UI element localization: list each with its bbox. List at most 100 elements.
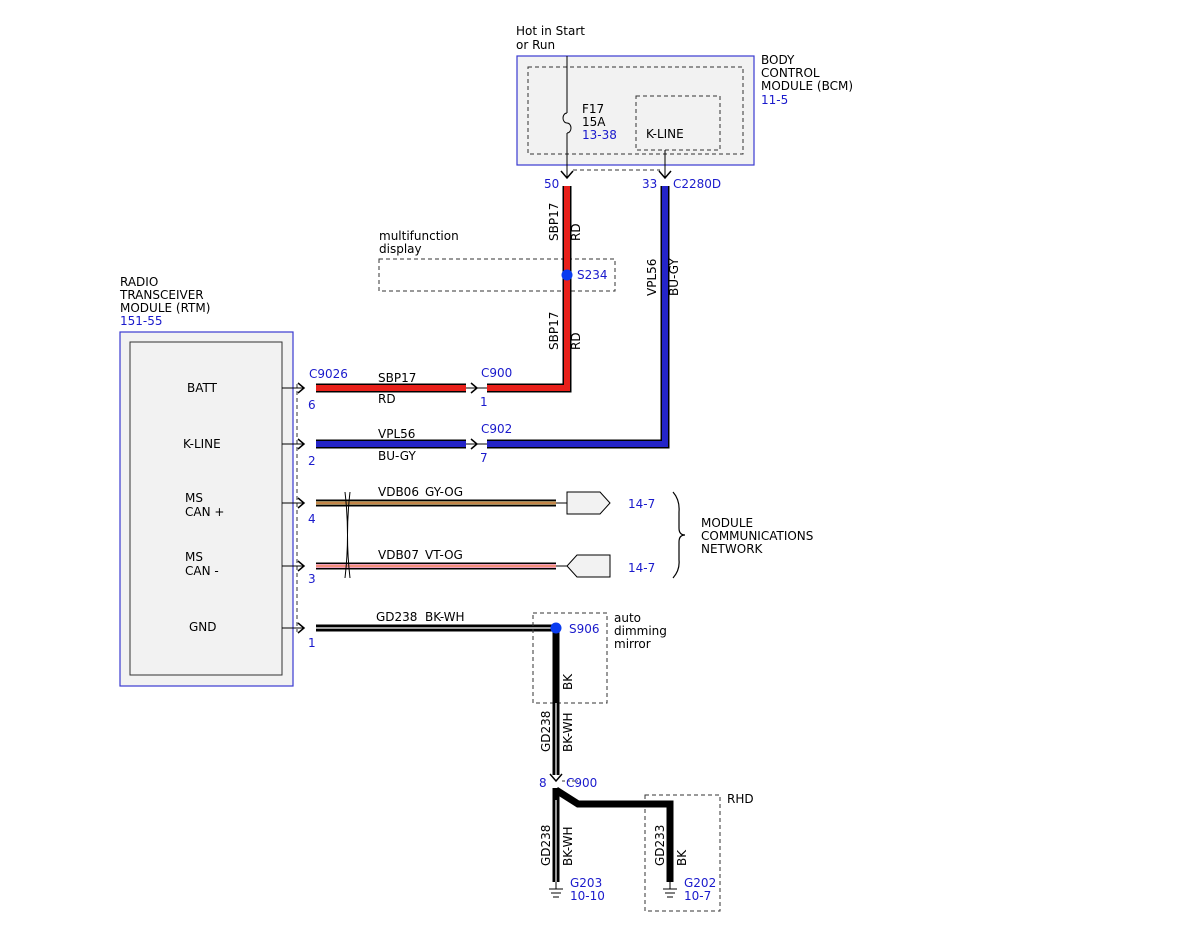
bcm-pin-kline: 33 [642, 177, 657, 191]
gd238-circuit-label-vert-lower: GD238 [539, 825, 553, 866]
g203-ref[interactable]: 10-10 [570, 889, 605, 903]
s906-splice-name[interactable]: S906 [569, 622, 600, 636]
vdb06-color-label: GY-OG [425, 485, 463, 499]
gd233-circuit-label: GD233 [653, 825, 667, 866]
sbp17-circuit-label-upper: SBP17 [547, 203, 561, 241]
sbp17-color-label-lower: RD [569, 332, 583, 350]
power-label-line-2: or Run [516, 38, 555, 52]
rtm-pin-label-can-plus-2: CAN + [185, 505, 224, 519]
rtm-pin-label-can-minus-1: MS [185, 550, 203, 564]
bcm-title-line-1: BODY [761, 53, 795, 67]
rtm-connector-name[interactable]: C9026 [309, 367, 348, 381]
fuse-ref[interactable]: 13-38 [582, 128, 617, 142]
c902-pin: 7 [480, 451, 488, 465]
vdb06-circuit-label: VDB06 [378, 485, 419, 499]
rtm-pin-number-kline: 2 [308, 454, 316, 468]
wire-sbp17[interactable] [316, 186, 572, 393]
sbp17-color-label-horiz: RD [378, 392, 396, 406]
rtm-pin-number-gnd: 1 [308, 636, 316, 650]
network-label-line-2: COMMUNICATIONS [701, 529, 813, 543]
rtm-pin-label-can-minus-2: CAN - [185, 564, 219, 578]
mfd-label-line-2: display [379, 242, 422, 256]
rtm-pin-stubs [282, 382, 306, 634]
vdb07-color-label: VT-OG [425, 548, 463, 562]
bcm-title-line-2: CONTROL [761, 66, 820, 80]
connector-arrow-icon [549, 773, 563, 783]
bcm-pin-power: 50 [544, 177, 559, 191]
s234-splice-dot[interactable] [561, 269, 573, 281]
fuse-name: F17 [582, 102, 604, 116]
can-minus-ref[interactable]: 14-7 [628, 561, 655, 575]
g203-name[interactable]: G203 [570, 876, 602, 890]
vpl56-circuit-label-vert: VPL56 [645, 259, 659, 296]
network-label-line-3: NETWORK [701, 542, 764, 556]
gd238-circuit-label-vert-upper: GD238 [539, 711, 553, 752]
sbp17-circuit-label-horiz: SBP17 [378, 371, 416, 385]
rtm-pin-number-batt: 6 [308, 398, 316, 412]
bk-color-label-mirror: BK [561, 673, 575, 690]
vpl56-color-label-vert: BU-GY [667, 258, 681, 296]
connector-arrow-icon [560, 170, 574, 180]
gd238-color-label-vert-lower: BK-WH [561, 826, 575, 866]
s906-splice-dot[interactable] [550, 622, 562, 634]
gd233-color-label: BK [675, 849, 689, 866]
fuse-rating: 15A [582, 115, 606, 129]
vpl56-color-label-horiz: BU-GY [378, 449, 416, 463]
mirror-label-line-1: auto [614, 611, 641, 625]
rtm-inner-box [129, 341, 283, 676]
network-brace-icon [672, 491, 686, 579]
vdb07-circuit-label: VDB07 [378, 548, 419, 562]
s234-splice-name[interactable]: S234 [577, 268, 608, 282]
network-label-line-1: MODULE [701, 516, 753, 530]
rtm-title-line-3: MODULE (RTM) [120, 301, 210, 315]
bcm-ref[interactable]: 11-5 [761, 93, 788, 107]
mirror-label-line-3: mirror [614, 637, 651, 651]
rtm-title-line-2: TRANSCEIVER [119, 288, 204, 302]
ground-icon [663, 882, 677, 898]
rtm-pin-number-can-plus: 4 [308, 512, 316, 526]
bcm-title-line-3: MODULE (BCM) [761, 79, 853, 93]
connector-arrow-icon [658, 170, 672, 180]
bcm-connector-name[interactable]: C2280D [673, 177, 721, 191]
rtm-module[interactable] [119, 331, 294, 687]
bcm-kline-label: K-LINE [646, 127, 684, 141]
gd238-circuit-label-horiz: GD238 [376, 610, 417, 624]
rhd-dashed-box [644, 794, 721, 912]
vdb07-offpage-arrow-icon[interactable] [566, 554, 611, 578]
g202-ref[interactable]: 10-7 [684, 889, 711, 903]
c900-top-pin: 1 [480, 395, 488, 409]
bcm-inner-dashed-box [527, 66, 744, 155]
sbp17-circuit-label-lower: SBP17 [547, 312, 561, 350]
rtm-pin-label-gnd: GND [189, 620, 217, 634]
rtm-pin-label-kline: K-LINE [183, 437, 221, 451]
rtm-pin-label-batt: BATT [187, 381, 218, 395]
mirror-dashed-box [532, 612, 608, 704]
sbp17-color-label-upper: RD [569, 223, 583, 241]
fuse-icon [562, 112, 572, 134]
wire-gd233[interactable] [554, 787, 674, 882]
rtm-pin-number-can-minus: 3 [308, 572, 316, 586]
bcm-kline-dashed-box [635, 95, 721, 151]
bcm-module[interactable]: K-LINE [516, 55, 755, 166]
rtm-ref[interactable]: 151-55 [120, 314, 163, 328]
rtm-title-line-1: RADIO [120, 275, 158, 289]
mfd-label-line-1: multifunction [379, 229, 459, 243]
c900-top-name[interactable]: C900 [481, 366, 512, 380]
vdb06-offpage-arrow-icon[interactable] [566, 491, 611, 515]
wire-vpl56[interactable] [316, 186, 670, 449]
g202-name[interactable]: G202 [684, 876, 716, 890]
c902-name[interactable]: C902 [481, 422, 512, 436]
power-label-line-1: Hot in Start [516, 24, 585, 38]
gd238-color-label-horiz: BK-WH [425, 610, 465, 624]
c900-bottom-name[interactable]: C900 [566, 776, 597, 790]
rhd-label: RHD [727, 792, 754, 806]
can-plus-ref[interactable]: 14-7 [628, 497, 655, 511]
gd238-color-label-vert-upper: BK-WH [561, 712, 575, 752]
mfd-dashed-box [378, 258, 616, 292]
ground-icon [549, 882, 563, 898]
c900-bottom-pin: 8 [539, 776, 547, 790]
vpl56-circuit-label-horiz: VPL56 [378, 427, 415, 441]
mirror-label-line-2: dimming [614, 624, 667, 638]
twisted-pair-icon [344, 491, 351, 579]
